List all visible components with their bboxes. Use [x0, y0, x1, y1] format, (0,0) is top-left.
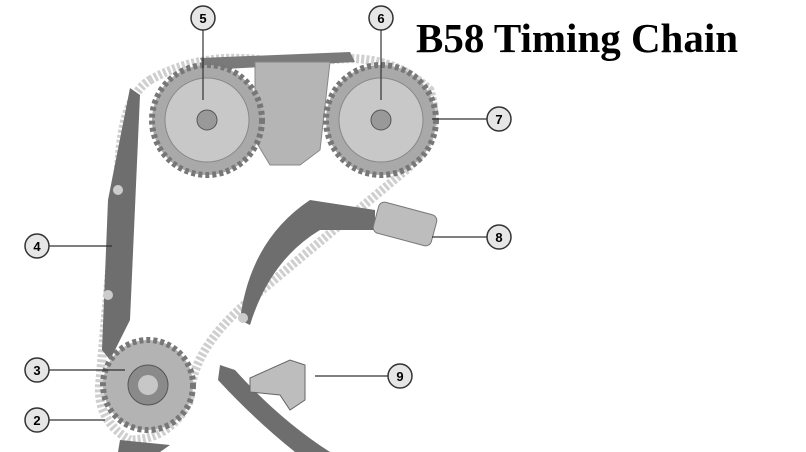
rail-bolt — [113, 185, 123, 195]
callout-6: 6 — [368, 5, 394, 31]
callout-label: 4 — [33, 239, 41, 254]
rail-bolt — [103, 290, 113, 300]
callout-4: 4 — [24, 233, 50, 259]
callout-9: 9 — [387, 363, 413, 389]
tensioner-rail — [102, 88, 140, 360]
chain-guide-rail — [240, 200, 375, 325]
callout-2: 2 — [24, 407, 50, 433]
lower-tensioner — [249, 359, 306, 411]
callout-5: 5 — [190, 5, 216, 31]
intake-camshaft-sprocket — [149, 62, 265, 178]
guide-bracket — [254, 61, 331, 166]
callout-label: 6 — [377, 11, 384, 26]
callout-label: 5 — [199, 11, 206, 26]
leader-lines — [49, 30, 487, 421]
callout-8: 8 — [486, 224, 512, 250]
crankshaft-sprocket — [100, 337, 196, 433]
callout-label: 2 — [33, 413, 40, 428]
diagram-title: B58 Timing Chain — [416, 15, 739, 61]
exhaust-camshaft-sprocket — [323, 62, 439, 178]
callout-label: 3 — [33, 363, 40, 378]
callout-label: 9 — [396, 369, 403, 384]
callout-label: 8 — [495, 230, 502, 245]
upper-chain-guide — [200, 52, 355, 70]
chain-tensioner — [372, 201, 438, 247]
callout-3: 3 — [24, 357, 50, 383]
callout-7: 7 — [486, 106, 512, 132]
timing-chain — [94, 53, 439, 445]
callout-label: 7 — [495, 112, 502, 127]
lower-chain-guide — [218, 365, 330, 452]
